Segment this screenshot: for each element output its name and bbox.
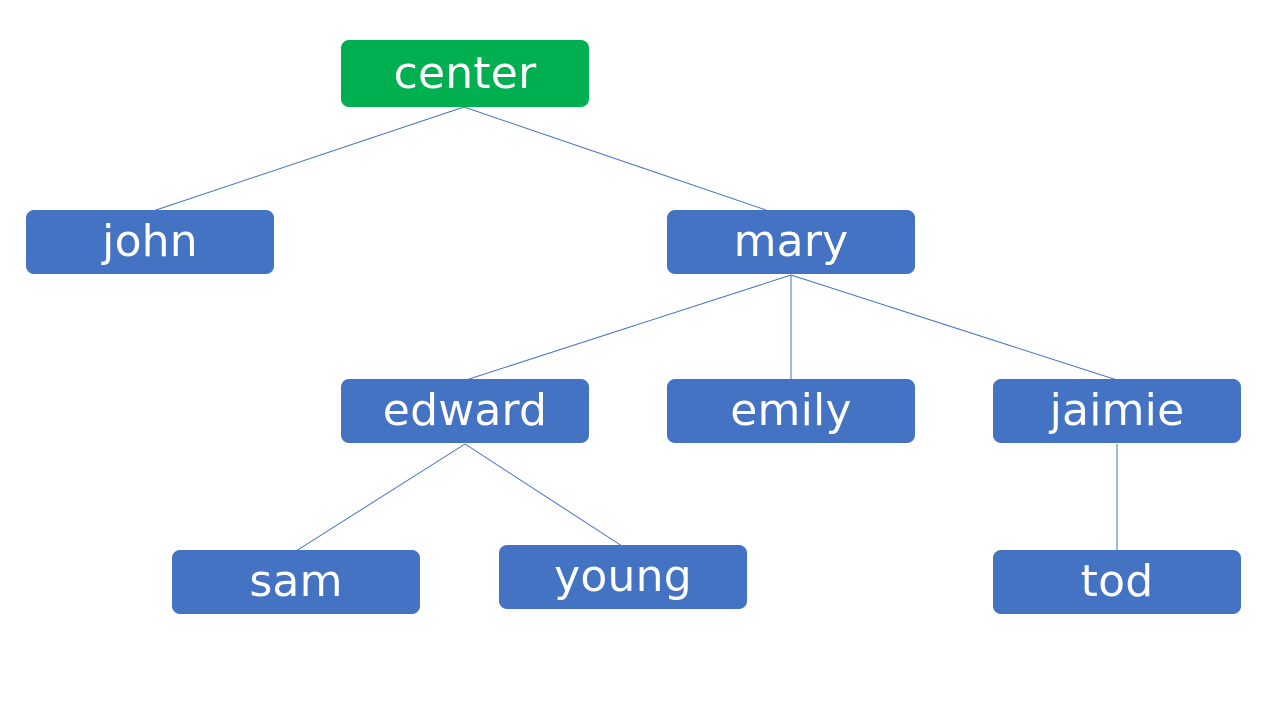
node-tod[interactable]: tod xyxy=(993,550,1241,614)
node-label-center: center xyxy=(393,47,537,99)
node-center[interactable]: center xyxy=(341,40,589,107)
edge-edward-to-young xyxy=(464,443,623,547)
edge-edward-to-sam xyxy=(295,443,466,552)
node-jaimie[interactable]: jaimie xyxy=(993,379,1241,443)
node-label-edward: edward xyxy=(382,385,548,436)
node-label-sam: sam xyxy=(249,556,343,607)
node-mary[interactable]: mary xyxy=(667,210,915,274)
node-label-tod: tod xyxy=(1080,556,1154,607)
node-label-john: john xyxy=(102,216,198,267)
node-young[interactable]: young xyxy=(499,545,747,609)
edge-center-to-john xyxy=(152,106,465,212)
edge-mary-to-jaimie xyxy=(790,274,1118,381)
node-john[interactable]: john xyxy=(26,210,274,274)
node-label-jaimie: jaimie xyxy=(1049,385,1185,436)
node-label-mary: mary xyxy=(733,216,849,267)
edge-mary-to-edward xyxy=(465,274,792,381)
node-label-young: young xyxy=(554,551,692,602)
node-label-emily: emily xyxy=(730,385,852,436)
node-sam[interactable]: sam xyxy=(172,550,420,614)
edge-center-to-mary xyxy=(463,106,767,211)
node-edward[interactable]: edward xyxy=(341,379,589,443)
node-emily[interactable]: emily xyxy=(667,379,915,443)
